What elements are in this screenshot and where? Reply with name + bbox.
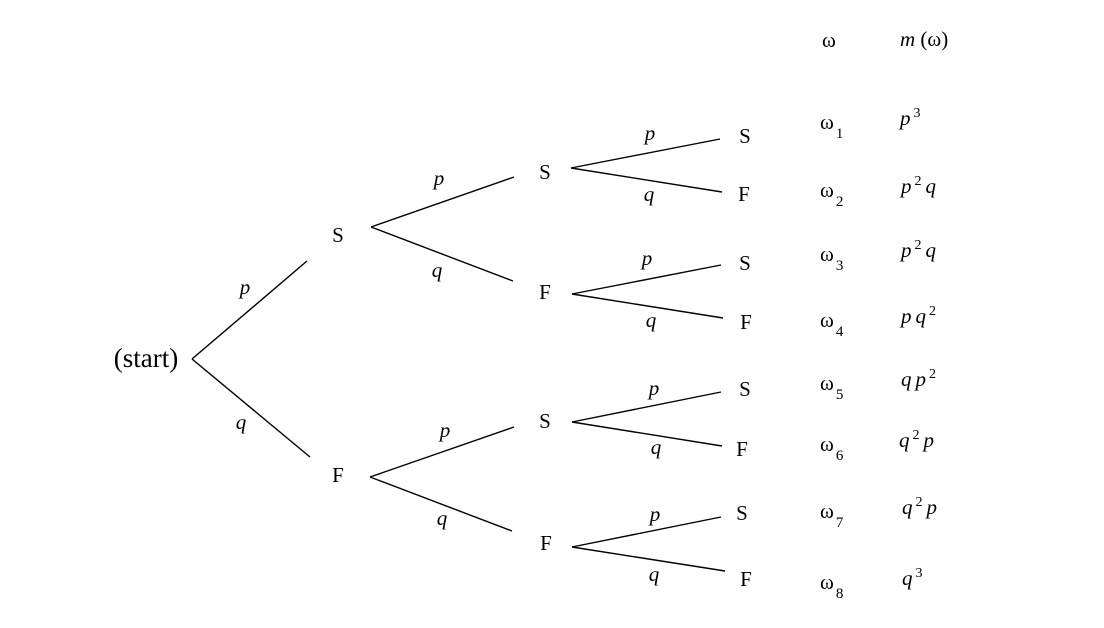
level2-node-4: F <box>540 531 552 555</box>
level1-node-2: F <box>332 463 344 487</box>
level3-node-2: F <box>738 182 750 206</box>
level3-branch-label-8: q <box>649 562 660 586</box>
level3-branch-label-5: p <box>647 376 660 400</box>
level3-node-5: S <box>739 377 751 401</box>
level1-branch-label-2: q <box>236 410 247 434</box>
level3-branch-label-1: p <box>643 121 656 145</box>
level3-branch-2 <box>570 167 723 193</box>
level3-branch-6 <box>571 421 723 447</box>
level3-branch-label-3: p <box>640 246 653 270</box>
level2-branch-label-3: p <box>438 418 451 442</box>
level2-branch-1 <box>370 176 515 228</box>
level3-branch-1 <box>570 138 721 169</box>
level1-branch-1 <box>191 260 308 360</box>
level3-node-8: F <box>740 567 752 591</box>
level2-branch-label-2: q <box>432 258 443 282</box>
level3-branch-4 <box>571 293 724 319</box>
measure-argument: (ω) <box>915 27 948 51</box>
measure-column-header: m (ω) <box>900 27 948 51</box>
level3-branch-label-2: q <box>644 182 655 206</box>
tree-nodes: (start) S F S F S F S F S F S F S F <box>114 124 752 591</box>
level2-node-1: S <box>539 160 551 184</box>
level2-node-3: S <box>539 409 551 433</box>
measure-symbol: m <box>900 27 915 51</box>
level2-branch-2 <box>370 226 514 282</box>
level2-branch-3 <box>369 426 515 478</box>
level3-branch-label-7: p <box>648 502 661 526</box>
level2-branch-4 <box>369 476 513 532</box>
tree-edge-labels: p q p q p q p q p q p q p q <box>236 121 662 586</box>
level3-node-7: S <box>736 501 748 525</box>
level1-branch-2 <box>191 358 311 458</box>
level1-branch-label-1: p <box>238 275 251 299</box>
level3-branch-label-6: q <box>651 435 662 459</box>
level3-branch-7 <box>571 516 722 548</box>
level3-branch-5 <box>571 391 722 423</box>
level3-node-6: F <box>736 437 748 461</box>
tree-edges <box>191 138 726 572</box>
start-node: (start) <box>114 343 178 373</box>
level3-node-1: S <box>739 124 751 148</box>
level3-branch-label-4: q <box>646 308 657 332</box>
level1-node-1: S <box>332 223 344 247</box>
level3-node-3: S <box>739 251 751 275</box>
level2-node-2: F <box>539 280 551 304</box>
level2-branch-label-4: q <box>437 506 448 530</box>
omega-column-header: ω <box>822 28 836 52</box>
level3-branch-3 <box>571 264 722 295</box>
level2-branch-label-1: p <box>432 166 445 190</box>
level3-node-4: F <box>740 310 752 334</box>
level3-branch-8 <box>571 546 726 572</box>
